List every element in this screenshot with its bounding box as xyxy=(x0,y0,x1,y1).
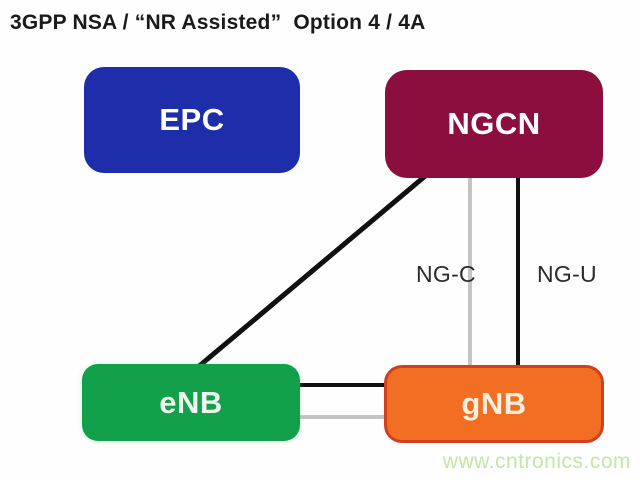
node-enb-label: eNB xyxy=(159,384,223,420)
diagram-title: 3GPP NSA / “NR Assisted” Option 4 / 4A xyxy=(10,11,426,34)
watermark-text: www.cntronics.com xyxy=(442,450,631,473)
node-ngcn: NGCN xyxy=(385,70,603,178)
node-enb: eNB xyxy=(82,364,300,441)
edge-label-ng-u: NG-U xyxy=(537,261,597,287)
node-epc: EPC xyxy=(84,67,300,173)
node-gnb: gNB xyxy=(384,365,604,443)
node-epc-label: EPC xyxy=(159,102,225,137)
edge-label-ng-c: NG-C xyxy=(416,261,476,287)
node-ngcn-label: NGCN xyxy=(447,106,541,141)
edge-ngcn-enb-line xyxy=(196,170,432,369)
node-gnb-label: gNB xyxy=(461,386,527,421)
